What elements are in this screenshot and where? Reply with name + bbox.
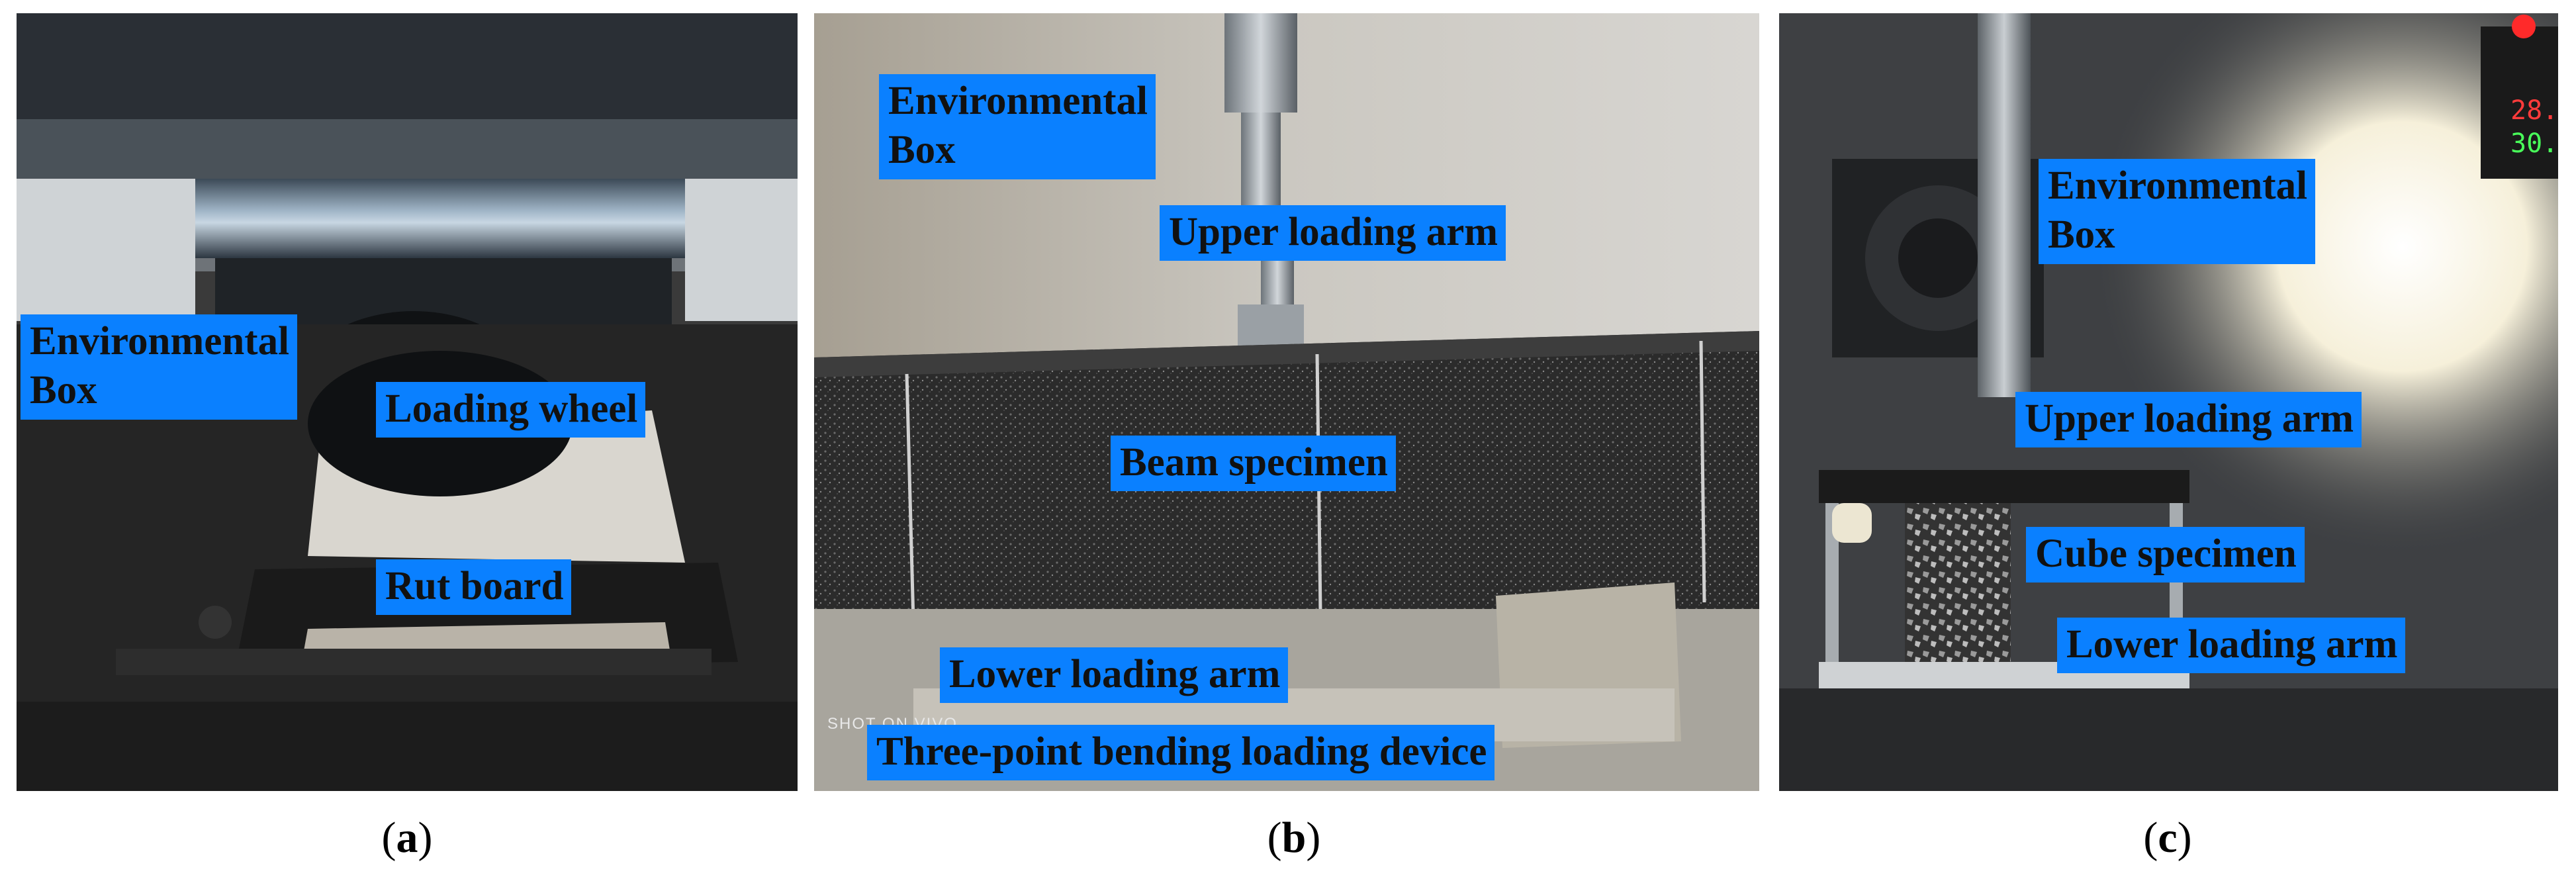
label-environmental-box-line1: Environmental	[30, 319, 290, 363]
rutting-test-photo	[17, 13, 798, 791]
label-lower-loading-arm: Lower loading arm	[940, 647, 1289, 704]
label-environmental-box-line2: Box	[30, 368, 97, 413]
photo-panel-b: Environmental Box Upper loading arm Beam…	[814, 13, 1759, 791]
label-environmental-box: Environmental Box	[879, 74, 1156, 179]
label-upper-loading-arm: Upper loading arm	[2015, 392, 2362, 448]
label-rut-board: Rut board	[376, 559, 572, 616]
photo-panel-c: 28.8 30.0 Environmental Box Upper loadin…	[1779, 13, 2558, 791]
label-environmental-box-line2: Box	[888, 128, 956, 173]
controller-display-value-2: 30.0	[2510, 128, 2558, 159]
label-loading-wheel: Loading wheel	[376, 382, 646, 438]
controller-display-value-1: 28.8	[2510, 95, 2558, 126]
label-environmental-box-line1: Environmental	[2048, 163, 2308, 208]
label-lower-loading-arm: Lower loading arm	[2057, 618, 2406, 674]
label-three-point-bending-loading-device: Three-point bending loading device	[867, 725, 1495, 781]
caption-c-letter: c	[2158, 814, 2178, 862]
label-environmental-box: Environmental Box	[2039, 159, 2316, 264]
caption-b: (b)	[1267, 814, 1321, 862]
label-environmental-box-line2: Box	[2048, 212, 2115, 257]
caption-a: (a)	[381, 814, 433, 862]
label-upper-loading-arm: Upper loading arm	[1160, 205, 1506, 261]
label-beam-specimen: Beam specimen	[1111, 436, 1396, 492]
label-cube-specimen: Cube specimen	[2026, 527, 2305, 583]
caption-c: (c)	[2143, 814, 2192, 862]
photo-panel-a: Environmental Box Loading wheel Rut boar…	[17, 13, 798, 791]
cube-loading-photo: 28.8 30.0	[1779, 13, 2558, 791]
label-environmental-box: Environmental Box	[21, 314, 298, 420]
caption-a-letter: a	[396, 814, 418, 862]
caption-b-letter: b	[1281, 814, 1307, 862]
label-environmental-box-line1: Environmental	[888, 79, 1148, 123]
